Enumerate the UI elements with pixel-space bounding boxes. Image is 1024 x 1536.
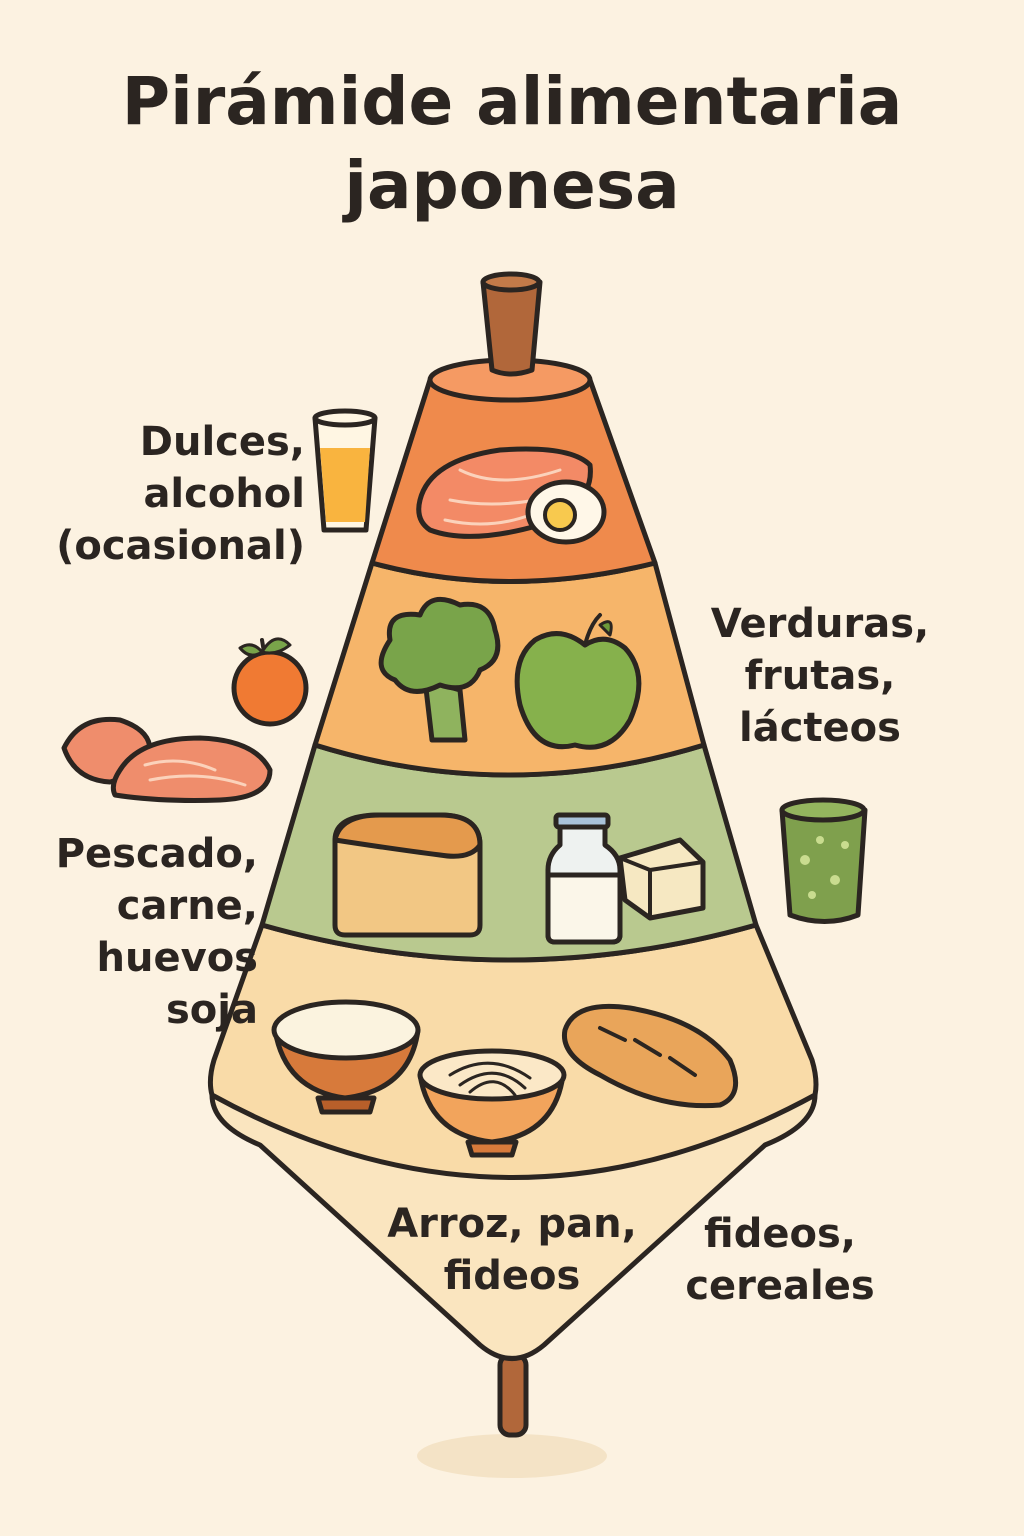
label-base-right: fideos, cereales — [685, 1211, 875, 1309]
label-base-center: Arroz, pan, fideos — [387, 1201, 637, 1299]
pyramid-tier-2 — [312, 560, 707, 778]
noodle-bowl-icon — [417, 1048, 567, 1158]
label-upper-right: Verduras, frutas, lácteos — [710, 601, 930, 751]
orange-icon — [231, 637, 309, 727]
top-peg — [480, 279, 543, 377]
title-line-2: japonesa — [344, 147, 680, 224]
green-tea-cup-icon — [779, 797, 868, 924]
page-title: Pirámide alimentaria japonesa — [0, 60, 1024, 228]
apple-icon — [514, 613, 642, 750]
broccoli-icon — [378, 596, 501, 743]
baguette-icon — [561, 1003, 739, 1109]
title-line-1: Pirámide alimentaria — [121, 63, 903, 140]
juice-glass-icon — [312, 408, 378, 533]
bread-loaf-icon — [332, 812, 483, 938]
label-middle-left: Pescado, carne, huevos soja — [55, 831, 258, 1033]
milk-bottle-icon — [545, 812, 623, 945]
rice-bowl-icon — [271, 999, 421, 1115]
label-top-tier: Dulces, alcohol (ocasional) — [56, 419, 305, 569]
tofu-icon — [617, 837, 706, 921]
egg-icon — [525, 479, 607, 545]
meat-icon — [61, 716, 273, 803]
pyramid-bottom-cone — [209, 1092, 818, 1361]
ground-shadow — [417, 1434, 607, 1478]
bottom-stick — [497, 1352, 529, 1438]
